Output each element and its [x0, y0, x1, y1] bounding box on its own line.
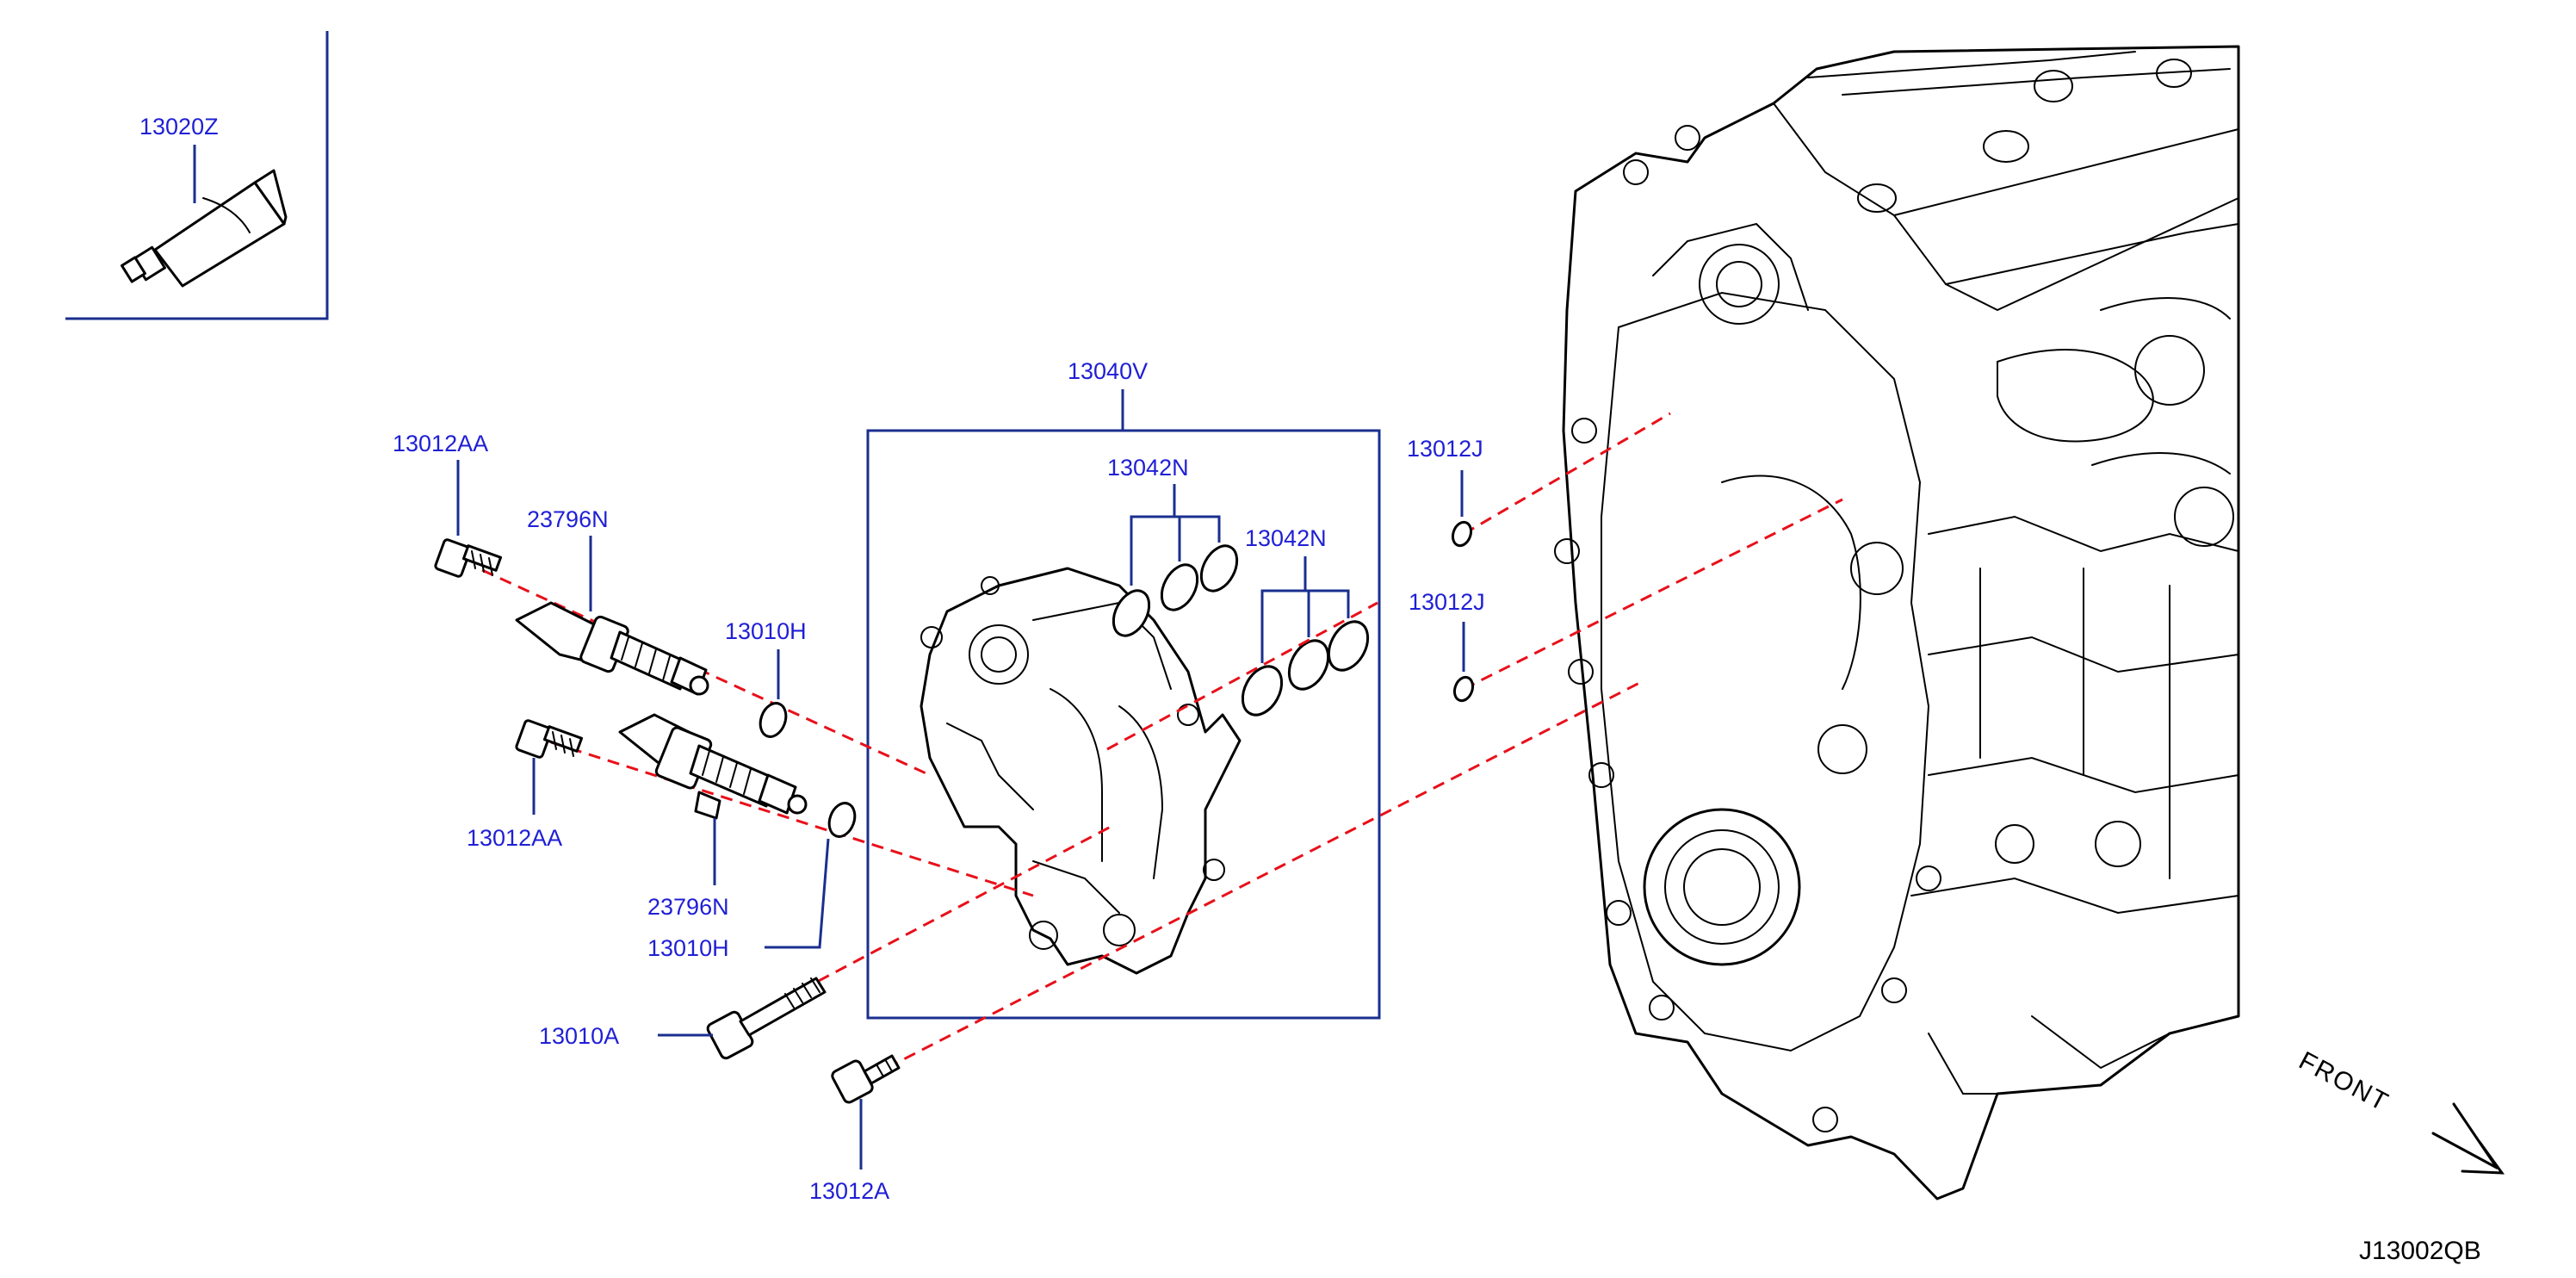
- engine-block-illustration: [1554, 45, 2240, 1200]
- diagram-code: J13002QB: [2359, 1237, 2481, 1265]
- label-13010H-bottom: 13010H: [647, 935, 729, 961]
- inset-frame: [65, 31, 329, 320]
- oring-13010H-top-icon: [759, 702, 788, 738]
- label-13012A: 13012A: [809, 1178, 889, 1204]
- label-13010A: 13010A: [539, 1023, 619, 1049]
- oring-a1-icon: [1112, 589, 1151, 637]
- leader-13010H-bottom: [765, 838, 830, 949]
- oring-set-b: [1241, 556, 1370, 717]
- sealant-tube-icon: [121, 169, 288, 288]
- sealant-inset: [65, 31, 329, 320]
- label-13020Z: 13020Z: [139, 114, 219, 140]
- label-13012J-bottom: 13012J: [1409, 589, 1485, 615]
- oring-b2-icon: [1287, 639, 1330, 691]
- label-13012AA-bottom: 13012AA: [467, 825, 562, 851]
- label-23796N-bottom: 23796N: [647, 894, 729, 920]
- front-arrow-icon: [2431, 1102, 2505, 1175]
- label-13040V: 13040V: [1068, 358, 1148, 384]
- label-13042N-a: 13042N: [1107, 455, 1189, 481]
- oring-b3-icon: [1327, 620, 1370, 672]
- solenoid-23796N-bottom-icon: [618, 713, 808, 820]
- bolt-13012AA-bottom-icon: [515, 719, 584, 759]
- label-13042N-b: 13042N: [1245, 525, 1327, 551]
- oring-a3-icon: [1199, 544, 1239, 592]
- oring-b1-icon: [1241, 665, 1284, 717]
- crankshaft-seal: [1643, 808, 1801, 966]
- label-13010H-top: 13010H: [725, 618, 807, 644]
- front-label: FRONT: [2294, 1046, 2394, 1117]
- label-23796N-top: 23796N: [527, 506, 609, 532]
- label-13012AA-top: 13012AA: [393, 431, 488, 456]
- label-13012J-top: 13012J: [1407, 436, 1483, 462]
- oring-a2-icon: [1160, 563, 1199, 611]
- bolt-13010A-icon: [706, 977, 827, 1060]
- washer-13012J-bottom-icon: [1452, 675, 1475, 703]
- bolt-13012AA-top-icon: [434, 538, 503, 578]
- solenoid-23796N-top-icon: [515, 601, 709, 696]
- oring-13010H-bottom-icon: [827, 802, 857, 838]
- oring-set-a: [1112, 484, 1239, 637]
- washer-13012J-top-icon: [1451, 520, 1473, 548]
- bolt-13012A-icon: [831, 1054, 901, 1104]
